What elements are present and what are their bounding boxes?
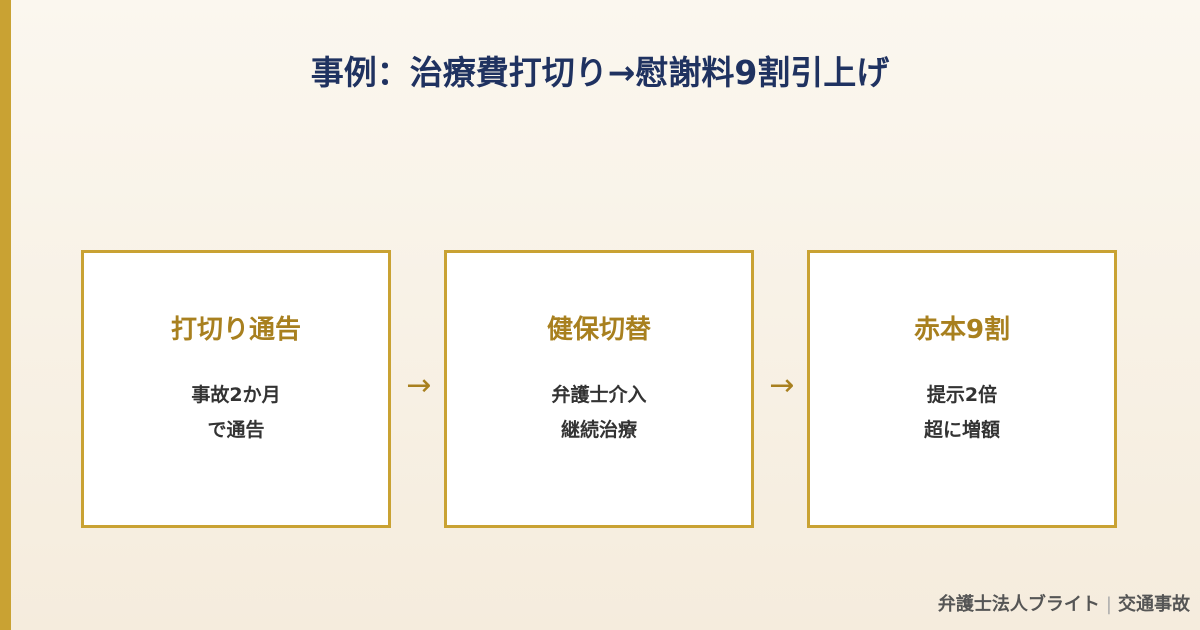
step-detail-line: 弁護士介入 — [551, 384, 647, 406]
firm-name: 弁護士法人ブライト — [937, 594, 1100, 615]
flow-arrow-icon: → — [769, 368, 795, 403]
step-detail-line: で通告 — [207, 419, 265, 441]
footer-credit: 弁護士法人ブライト| 交通事故 — [938, 590, 1190, 616]
flow-arrow-icon: → — [406, 368, 432, 403]
page-title: 事例：治療費打切り→慰謝料9割引上げ — [310, 53, 890, 92]
left-accent-bar — [0, 0, 11, 630]
step-detail-line: 事故2か月 — [191, 384, 281, 406]
step-box-insurance-switch: 健保切替 弁護士介入 継続治療 — [444, 250, 754, 528]
footer-topic: 交通事故 — [1118, 594, 1190, 615]
footer-separator: | — [1105, 594, 1112, 615]
step-heading: 打切り通告 — [170, 315, 301, 345]
step-heading: 健保切替 — [546, 315, 651, 345]
step-box-termination-notice: 打切り通告 事故2か月 で通告 — [81, 250, 391, 528]
step-heading: 赤本9割 — [913, 315, 1011, 345]
step-detail-line: 超に増額 — [923, 419, 1000, 441]
step-detail-line: 継続治療 — [560, 419, 637, 441]
step-box-akahon-standard: 赤本9割 提示2倍 超に増額 — [807, 250, 1117, 528]
step-detail-line: 提示2倍 — [926, 384, 998, 406]
